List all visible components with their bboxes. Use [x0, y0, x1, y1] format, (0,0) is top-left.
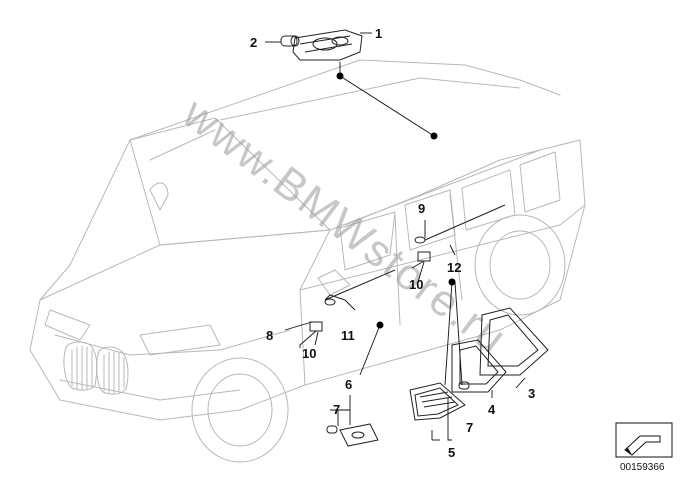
callout-2: 2: [250, 35, 257, 50]
interior-light-assembly-part-1: [292, 29, 363, 61]
callout-1: 1: [375, 26, 382, 41]
watermark: www.BMWstore.ru: [173, 88, 516, 364]
vehicle-outline: [29, 59, 586, 463]
bulb-part-7-left: [326, 425, 338, 434]
bulb-part-7-right: [458, 381, 470, 390]
document-number: 00159366: [620, 462, 665, 473]
reference-arrow-icon: [615, 422, 673, 458]
callout-4: 4: [488, 402, 496, 417]
callout-6: 6: [345, 377, 352, 392]
connector-part-10-left: [309, 321, 323, 332]
callout-5: 5: [448, 445, 455, 460]
callout-9: 9: [418, 201, 425, 216]
callout-3: 3: [528, 386, 535, 401]
bulb-part-2: [280, 35, 300, 47]
callout-11: 11: [341, 328, 355, 343]
small-lamp-part-6: [339, 423, 379, 447]
light-housing-part-3: [479, 307, 549, 376]
callout-12: 12: [447, 260, 461, 275]
door-wiring: [299, 204, 506, 348]
callout-10-left: 10: [302, 346, 316, 361]
callout-10-right: 10: [409, 277, 423, 292]
callout-7-right: 7: [466, 420, 473, 435]
callout-8: 8: [266, 328, 273, 343]
callout-labels: 1 2 3 4 5 6 7 7 8 9 10 10 11 12: [250, 26, 535, 460]
leader-lines: [265, 32, 526, 441]
light-unit-part-5: [409, 382, 466, 421]
lens-frame-part-4: [451, 339, 507, 393]
callout-7-left: 7: [333, 402, 340, 417]
